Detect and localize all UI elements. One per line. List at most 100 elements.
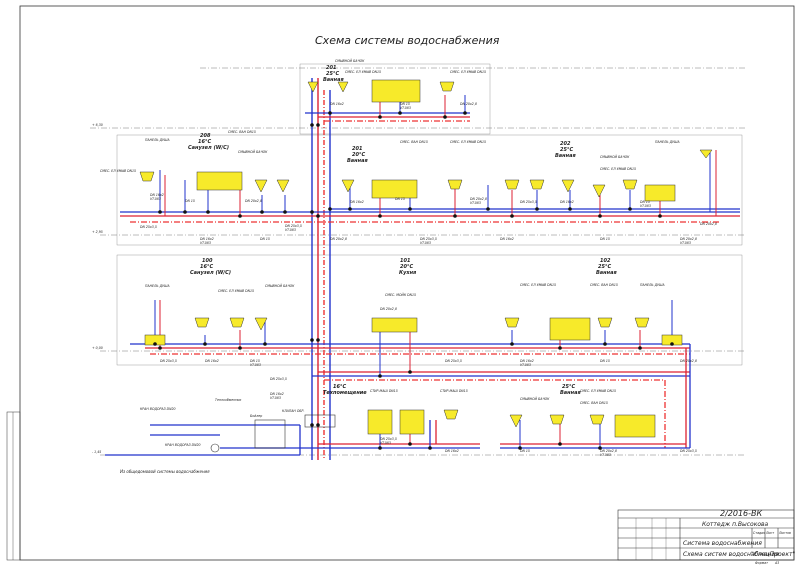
annotations: ПАНЕЛЬ ДУША СМЕС. ЕЛ УМЫВ DN15 СМЕС. ВАН…: [100, 58, 680, 474]
room-201b-temp: 20°C: [352, 152, 365, 158]
valve-code-label: VT.083: [380, 441, 391, 445]
valve-node: [518, 446, 522, 450]
valve-node: [263, 342, 267, 346]
valve-code-label: VT.083: [150, 197, 161, 201]
note-tank-2: СМЫВНОЙ БАЧОК: [600, 154, 630, 159]
pipe-size-label: DN 16x2: [330, 102, 344, 106]
pipe-size-label: DN 20x2,8: [330, 237, 347, 241]
valve-node: [206, 210, 210, 214]
room-201b-name: Ванная: [347, 158, 368, 164]
equipment: [210, 414, 336, 453]
pipe-size-label: DN 25x3,5: [420, 237, 437, 241]
valve-node: [316, 423, 320, 427]
pipe-size-label: DN 15: [400, 102, 410, 106]
pipe-size-label: DN 16x2: [350, 200, 364, 204]
room-208-temp: 16°C: [198, 139, 211, 145]
note-mixer-sink-2: СМЕС. ЕЛ УМЫВ DN15: [450, 140, 486, 144]
pipe-size-label: DN 25x3,5: [380, 437, 397, 441]
stamp-sheets: Листов: [778, 531, 791, 535]
note-valve: КЛАПАН ОБР.: [282, 409, 304, 413]
valve-node: [453, 214, 457, 218]
pipe-size-label: DN 16x2: [445, 449, 459, 453]
bathtub-208: [196, 171, 243, 191]
pipe-size-label: DN 20x2,8: [380, 307, 397, 311]
pipes-floor1: [130, 343, 691, 449]
pipe-size-label: DN 20x2,8: [245, 199, 262, 203]
valve-node: [310, 338, 314, 342]
note-washer: СТИР.МАШ DN15: [370, 389, 398, 393]
valve-code-label: VT.083: [420, 241, 431, 245]
valve-node: [510, 214, 514, 218]
room-202-temp: 25°C: [560, 147, 573, 153]
note-mixer-3: СМЕС. ВАН DN15: [590, 283, 618, 287]
pipe-size-label: DN 25x3,5: [445, 359, 462, 363]
valve-node: [670, 342, 674, 346]
stamp-content: Схема систем водоснабжения: [683, 551, 779, 558]
valve-code-label: VT.083: [600, 453, 611, 457]
room-201b-num: 201: [352, 146, 362, 152]
room-100-name: Санузел (W/C): [190, 270, 231, 276]
room-201-num: 201: [326, 65, 336, 71]
pipe-size-label: DN 15: [640, 200, 650, 204]
room-102-temp: 25°C: [598, 264, 611, 270]
valve-node: [443, 115, 447, 119]
sheet-frame: [19, 5, 795, 561]
stamp-object: Коттедж п.Высокова: [702, 521, 769, 528]
room-202-name: Ванная: [555, 153, 576, 159]
stamp-org: "СпецПроект": [751, 551, 795, 558]
note-source: Из общедомовой системы водоснабжения: [120, 469, 210, 474]
note-washer-2: СТИР.МАШ DN15: [440, 389, 468, 393]
pipe-size-label: DN 15: [600, 237, 610, 241]
valve-node: [558, 442, 562, 446]
valve-node: [203, 342, 207, 346]
note-shower-2: ПАНЕЛЬ ДУША: [655, 140, 680, 144]
valve-node: [408, 207, 412, 211]
branch-pipes: [154, 90, 717, 448]
pipe-size-label: DN 16x2: [560, 200, 574, 204]
pipe-size-label: DN 16x2: [200, 237, 214, 241]
valve-node: [348, 207, 352, 211]
note-heater: Теплообменник: [215, 398, 242, 402]
pipe-size-label: DN 20x2,8: [700, 222, 717, 226]
room-102-name: Ванная: [596, 270, 617, 276]
note-tank-4: СМЫВНОЙ БАЧОК: [265, 283, 295, 288]
valve-node: [310, 423, 314, 427]
pipe-size-label: DN 25x3,5: [520, 200, 537, 204]
valve-code-label: VT.083: [285, 228, 296, 232]
valve-code-label: VT.083: [680, 241, 691, 245]
stamp-format: Формат: [755, 561, 768, 565]
valve-node: [428, 446, 432, 450]
pipe-size-label: DN 15: [395, 197, 405, 201]
valve-node: [638, 346, 642, 350]
tank-201: [307, 81, 319, 93]
bathtub-201: [371, 79, 421, 103]
bathtub-102: [549, 317, 591, 341]
stamp-stage: Стадия: [753, 531, 765, 535]
valve-node: [260, 210, 264, 214]
room-103-name: Ванная: [560, 390, 581, 396]
note-mixer-4: СМЕС. ВАН DN15: [580, 401, 608, 405]
pipe-size-label: DN 25x3,5: [680, 449, 697, 453]
pipe-size-label: DN 25x3,5: [140, 225, 157, 229]
note-mixer-sink-5: СМЕС. ЕЛ УМЫВ DN15: [450, 70, 486, 74]
room-100-num: 100: [202, 258, 213, 264]
note-mixer: СМЕС. ВАН DN15: [228, 130, 256, 134]
room-103-temp: 25°C: [562, 384, 575, 390]
sink-kitchen: [371, 317, 418, 333]
level-top: + 6,30: [92, 123, 103, 127]
side-stamp: [6, 411, 21, 561]
pipe-size-label: DN 16x2: [270, 392, 284, 396]
room-labels: 201 25°C Ванная 208 16°C Санузел (W/C) 2…: [188, 65, 617, 396]
note-mixer-2: СМЕС. ВАН DN15: [400, 140, 428, 144]
valve-node: [153, 342, 157, 346]
note-boiler: Бойлер: [250, 414, 262, 418]
note-mixer-sink-4: СМЕС. ЕЛ УМЫВ DN15: [345, 70, 381, 74]
note-mixer-kitchen: СМЕС. МОЙК DN15: [385, 292, 416, 297]
valve-node: [568, 207, 572, 211]
room-208-num: 208: [200, 133, 211, 139]
note-tank-5: СМЫВНОЙ БАЧОК: [520, 396, 550, 401]
room-100-temp: 16°C: [200, 264, 213, 270]
valve-node: [183, 210, 187, 214]
pipe-size-label: DN 16x2: [205, 359, 219, 363]
